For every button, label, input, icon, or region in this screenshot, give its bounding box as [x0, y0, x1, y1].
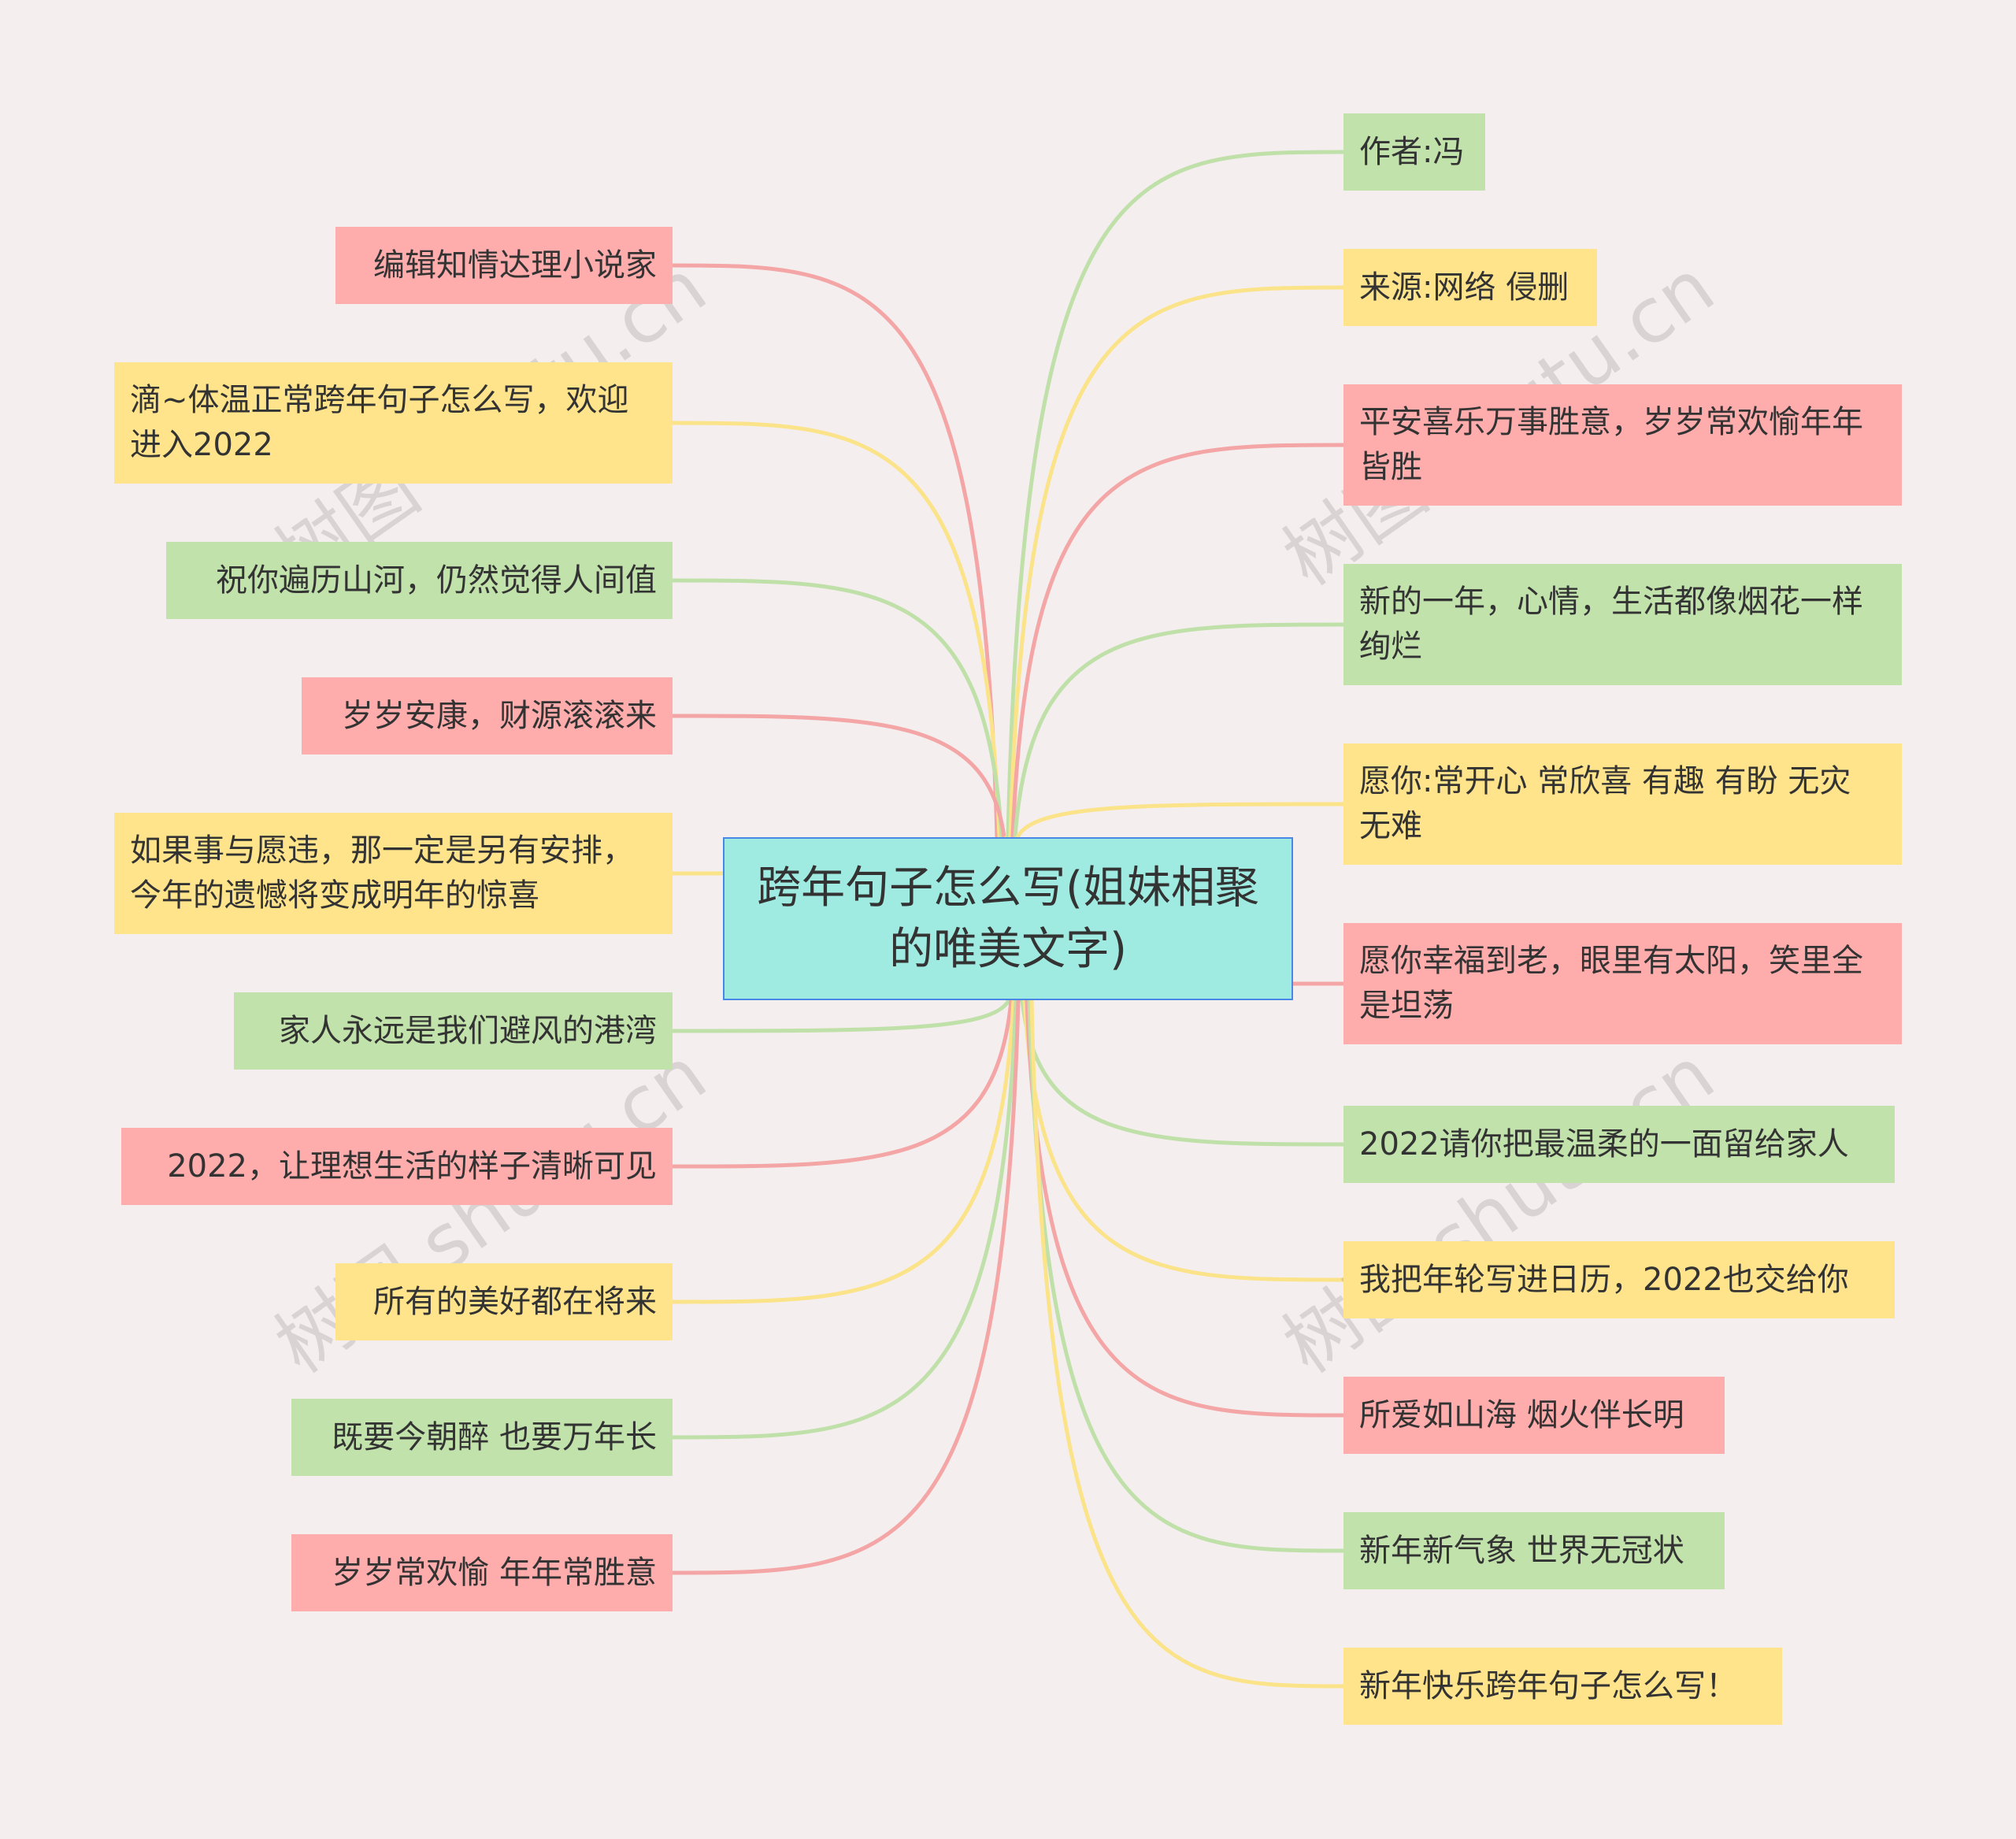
- topic-label: 岁岁安康，财源滚滚来: [342, 697, 657, 734]
- topic-node-right[interactable]: 我把年轮写进日历，2022也交给你: [1343, 1241, 1895, 1318]
- connector-line: [1010, 443, 1346, 840]
- topic-label: 我把年轮写进日历，2022也交给你: [1359, 1261, 1849, 1298]
- topic-label: 来源:网络 侵删: [1359, 269, 1569, 306]
- connector-line: [1006, 150, 1346, 840]
- connector-line: [1022, 998, 1346, 1282]
- topic-node-right[interactable]: 所爱如山海 烟火伴长明: [1343, 1377, 1725, 1454]
- topic-node-left[interactable]: 岁岁安康，财源滚滚来: [302, 677, 673, 755]
- topic-label: 所爱如山海 烟火伴长明: [1359, 1396, 1684, 1433]
- connector-line: [670, 998, 1021, 1575]
- topic-node-left[interactable]: 祝你遍历山河，仍然觉得人间值: [166, 542, 673, 619]
- topic-node-right[interactable]: 2022请你把最温柔的一面留给家人: [1343, 1106, 1895, 1183]
- topic-label: 2022请你把最温柔的一面留给家人: [1359, 1125, 1849, 1162]
- connector-line: [1025, 998, 1346, 1418]
- topic-label: 平安喜乐万事胜意，岁岁常欢愉年年皆胜: [1359, 404, 1863, 485]
- connector-line: [670, 263, 999, 840]
- connector-line: [670, 578, 1004, 840]
- topic-node-right[interactable]: 来源:网络 侵删: [1343, 249, 1597, 326]
- topic-node-left[interactable]: 岁岁常欢愉 年年常胜意: [291, 1534, 673, 1611]
- connector-line: [1013, 622, 1346, 840]
- connector-line: [1029, 998, 1346, 1689]
- connector-line: [1015, 802, 1346, 840]
- connector-line: [670, 998, 1014, 1169]
- topic-node-right[interactable]: 愿你:常开心 常欣喜 有趣 有盼 无灾 无难: [1343, 743, 1902, 865]
- topic-node-right[interactable]: 新的一年，心情，生活都像烟花一样绚烂: [1343, 564, 1902, 685]
- connector-line: [1008, 285, 1346, 840]
- connector-line: [670, 998, 1016, 1304]
- topic-label: 祝你遍历山河，仍然觉得人间值: [216, 562, 657, 599]
- topic-label: 新年新气象 世界无冠状: [1359, 1532, 1684, 1569]
- topic-label: 愿你幸福到老，眼里有太阳，笑里全是坦荡: [1359, 943, 1863, 1024]
- connector-line: [670, 998, 1018, 1440]
- connector-line: [670, 714, 1006, 840]
- topic-label: 岁岁常欢愉 年年常胜意: [332, 1554, 657, 1591]
- central-topic-label: 跨年句子怎么写(姐妹相聚的唯美文字): [757, 862, 1259, 975]
- connector-line: [670, 421, 1002, 840]
- topic-node-left[interactable]: 滴~体温正常跨年句子怎么写，欢迎进入2022: [114, 362, 673, 484]
- connector-line: [1020, 998, 1346, 1147]
- topic-label: 愿你:常开心 常欣喜 有趣 有盼 无灾 无难: [1359, 763, 1862, 844]
- topic-node-right[interactable]: 作者:冯: [1343, 113, 1485, 191]
- topic-node-left[interactable]: 如果事与愿违，那一定是另有安排，今年的遗憾将变成明年的惊喜: [114, 813, 673, 934]
- topic-label: 作者:冯: [1359, 133, 1465, 170]
- topic-label: 新年快乐跨年句子怎么写！: [1359, 1667, 1737, 1704]
- topic-node-left[interactable]: 所有的美好都在将来: [335, 1263, 673, 1340]
- topic-node-left[interactable]: 编辑知情达理小说家: [335, 227, 673, 304]
- topic-label: 如果事与愿违，那一定是另有安排，今年的遗憾将变成明年的惊喜: [130, 832, 634, 914]
- topic-label: 所有的美好都在将来: [373, 1283, 657, 1320]
- topic-label: 既要今朝醉 也要万年长: [332, 1418, 657, 1455]
- topic-label: 新的一年，心情，生活都像烟花一样绚烂: [1359, 584, 1863, 665]
- central-topic[interactable]: 跨年句子怎么写(姐妹相聚的唯美文字): [723, 837, 1293, 1000]
- topic-label: 2022，让理想生活的样子清晰可见: [167, 1148, 657, 1185]
- topic-node-right[interactable]: 愿你幸福到老，眼里有太阳，笑里全是坦荡: [1343, 923, 1902, 1044]
- topic-node-right[interactable]: 平安喜乐万事胜意，岁岁常欢愉年年皆胜: [1343, 384, 1902, 506]
- topic-label: 滴~体温正常跨年句子怎么写，欢迎进入2022: [130, 382, 629, 463]
- topic-node-left[interactable]: 2022，让理想生活的样子清晰可见: [121, 1128, 673, 1205]
- topic-node-left[interactable]: 既要今朝醉 也要万年长: [291, 1399, 673, 1476]
- connector-line: [670, 998, 1011, 1033]
- topic-label: 编辑知情达理小说家: [373, 247, 657, 284]
- topic-node-left[interactable]: 家人永远是我们避风的港湾: [234, 992, 673, 1070]
- topic-node-right[interactable]: 新年快乐跨年句子怎么写！: [1343, 1648, 1782, 1725]
- topic-label: 家人永远是我们避风的港湾: [279, 1012, 657, 1049]
- topic-node-right[interactable]: 新年新气象 世界无冠状: [1343, 1512, 1725, 1589]
